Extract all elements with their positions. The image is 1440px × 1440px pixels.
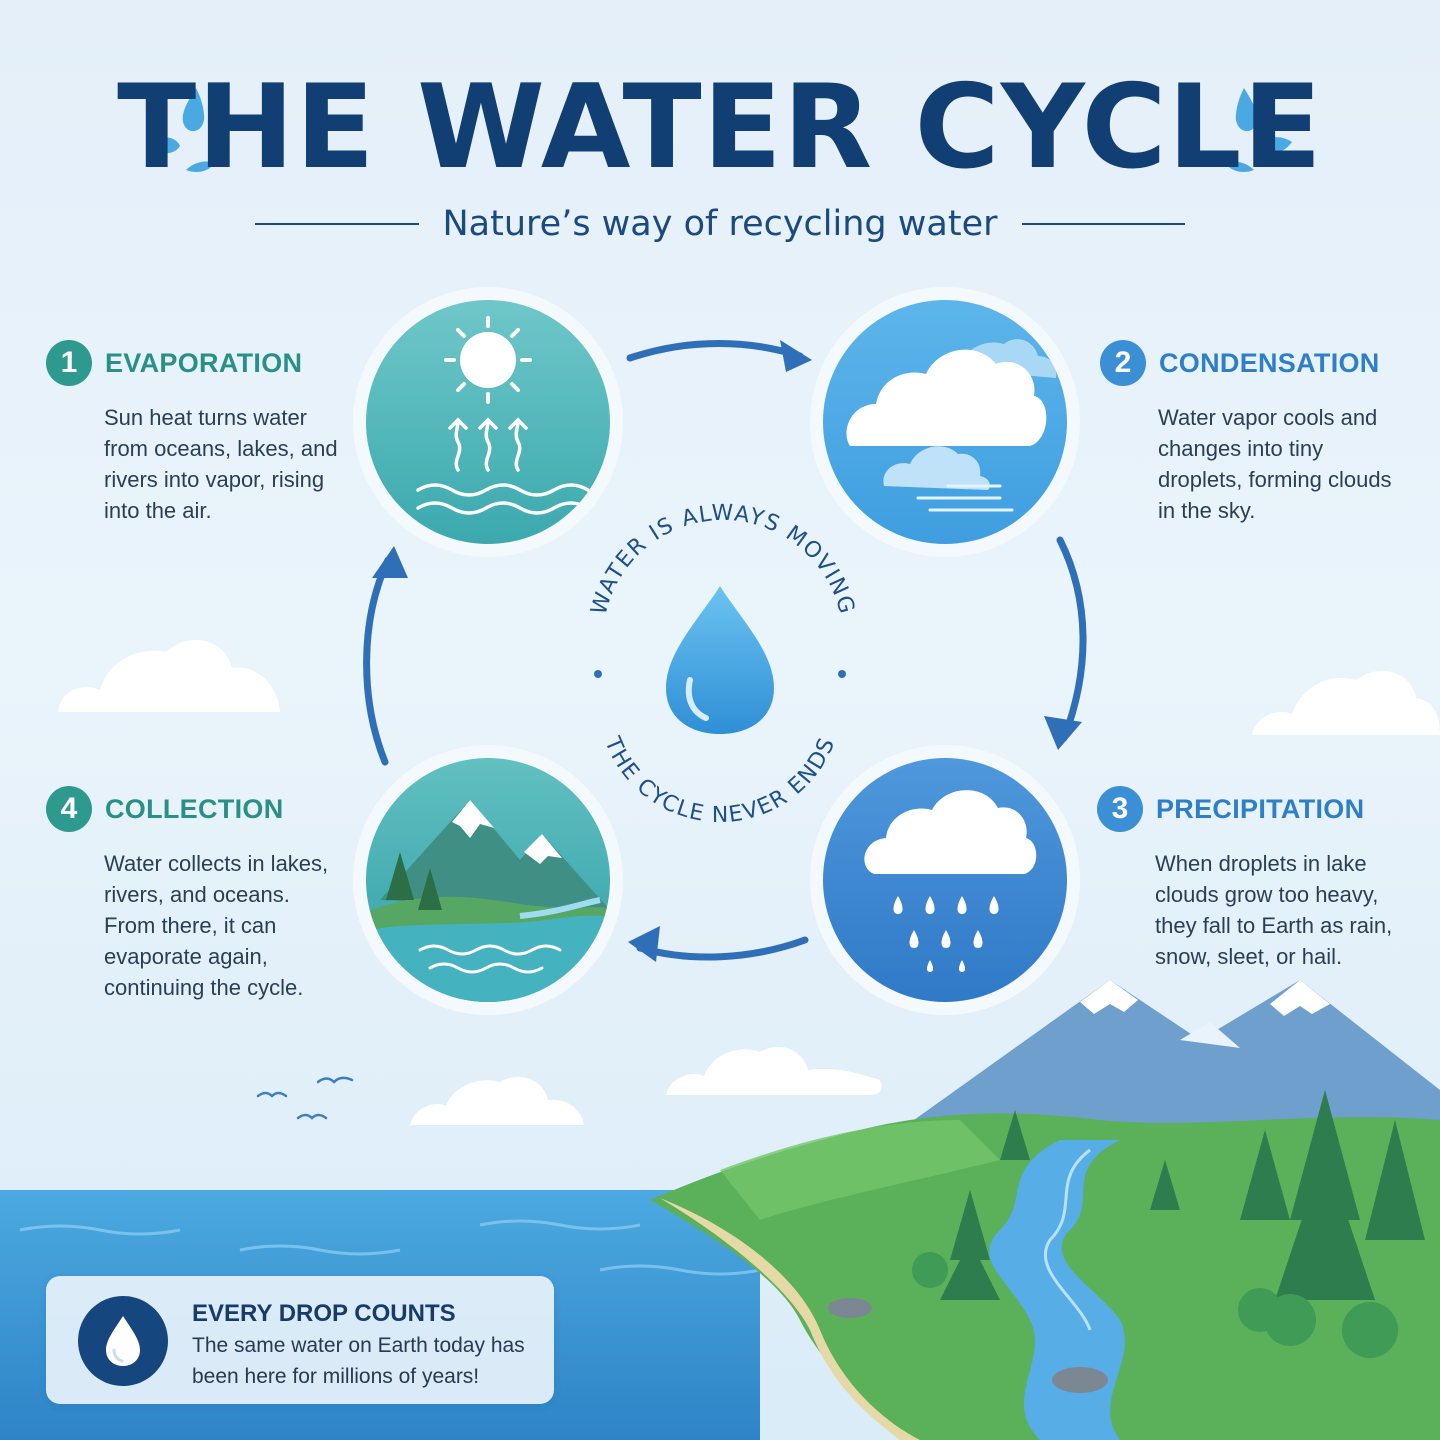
bushes	[912, 1252, 1398, 1358]
trees	[940, 1090, 1425, 1300]
arrow-collection-to-evaporation	[363, 556, 392, 766]
step-precipitation: 3 PRECIPITATION When droplets in lake cl…	[1097, 784, 1397, 972]
splash-icon-left	[148, 88, 214, 172]
step-evaporation: 1 EVAPORATION Sun heat turns water from …	[46, 338, 346, 526]
ocean-waves	[19, 1219, 761, 1276]
arrow-condensation-to-precipitation	[1056, 536, 1087, 742]
info-title: EVERY DROP COUNTS	[192, 1300, 456, 1327]
info-box: EVERY DROP COUNTS The same water on Eart…	[46, 1276, 554, 1404]
center-bottom-text: THE CYCLE NEVER ENDS	[599, 733, 841, 828]
step-description: Water collects in lakes, rivers, and oce…	[104, 851, 329, 1000]
rain-cloud-icon	[810, 745, 1080, 1015]
river	[989, 1140, 1125, 1440]
page-title: THE WATER CYCLE	[117, 60, 1323, 195]
step-number-badge: 1	[46, 340, 92, 386]
sun-evaporation-icon	[353, 287, 623, 557]
cycle-arrows	[363, 340, 1087, 961]
step-description: Sun heat turns water from oceans, lakes,…	[104, 405, 338, 523]
info-text: The same water on Earth today has been h…	[192, 1334, 525, 1388]
step-title: CONDENSATION	[1159, 347, 1380, 378]
page-subtitle: Nature’s way of recycling water	[442, 204, 998, 244]
step-title: PRECIPITATION	[1156, 793, 1365, 824]
subtitle-row: Nature’s way of recycling water	[255, 196, 1185, 252]
water-drop-icon	[666, 586, 774, 734]
splash-icon-right	[1226, 88, 1292, 172]
clouds-icon	[810, 287, 1080, 557]
subtitle-divider-right	[1021, 223, 1185, 225]
center-cycle-ring	[594, 670, 846, 678]
rocks	[828, 1298, 1108, 1393]
step-title: EVAPORATION	[105, 347, 303, 378]
step-title: COLLECTION	[105, 793, 284, 824]
water-drop-icon	[78, 1296, 168, 1386]
arrow-precipitation-to-collection	[636, 936, 809, 961]
subtitle-divider-left	[255, 223, 419, 225]
background-clouds	[58, 640, 1440, 1125]
birds	[256, 1076, 354, 1120]
step-description: Water vapor cools and changes into tiny …	[1158, 405, 1392, 523]
step-number-badge: 2	[1100, 340, 1146, 386]
step-number-badge: 4	[46, 786, 92, 832]
step-number-badge: 3	[1097, 786, 1143, 832]
arrow-evaporation-to-condensation	[626, 340, 804, 362]
step-condensation: 2 CONDENSATION Water vapor cools and cha…	[1100, 338, 1400, 526]
step-description: When droplets in lake clouds grow too he…	[1155, 851, 1393, 969]
arrow-heads	[372, 340, 1082, 962]
step-collection: 4 COLLECTION Water collects in lakes, ri…	[46, 784, 346, 1003]
mountain-lake-icon	[353, 745, 623, 1015]
